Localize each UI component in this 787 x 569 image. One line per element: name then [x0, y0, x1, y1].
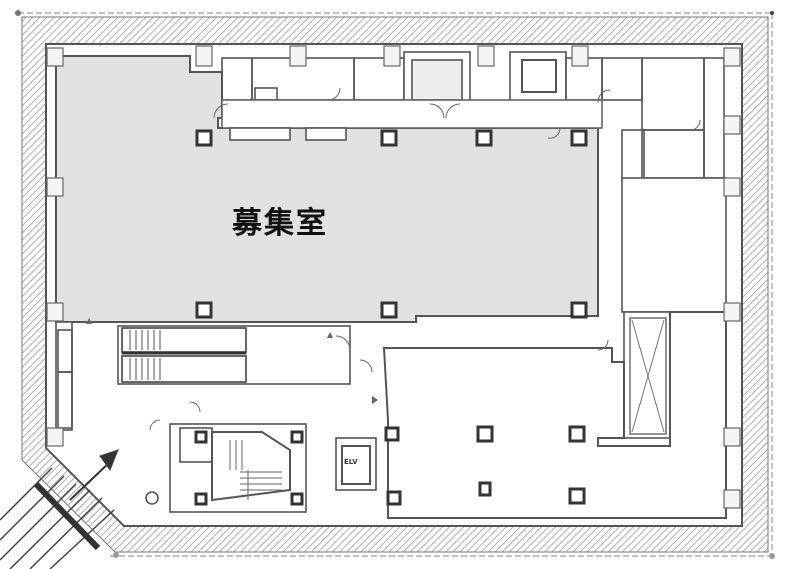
elevator-label: ELV: [344, 458, 358, 466]
entrance-walkway: [0, 449, 119, 569]
lobby-area: [55, 321, 351, 431]
north-service-core: [221, 51, 725, 181]
wall-markers: [46, 45, 741, 509]
south-east-room[interactable]: [382, 311, 727, 519]
vacant-room-label: 募集室: [232, 206, 328, 241]
direction-markers: [86, 318, 378, 404]
south-stair-core: [145, 423, 377, 513]
doors: [149, 87, 701, 431]
columns: [194, 129, 588, 506]
east-rooms: [621, 177, 727, 439]
escalator: [121, 327, 247, 383]
